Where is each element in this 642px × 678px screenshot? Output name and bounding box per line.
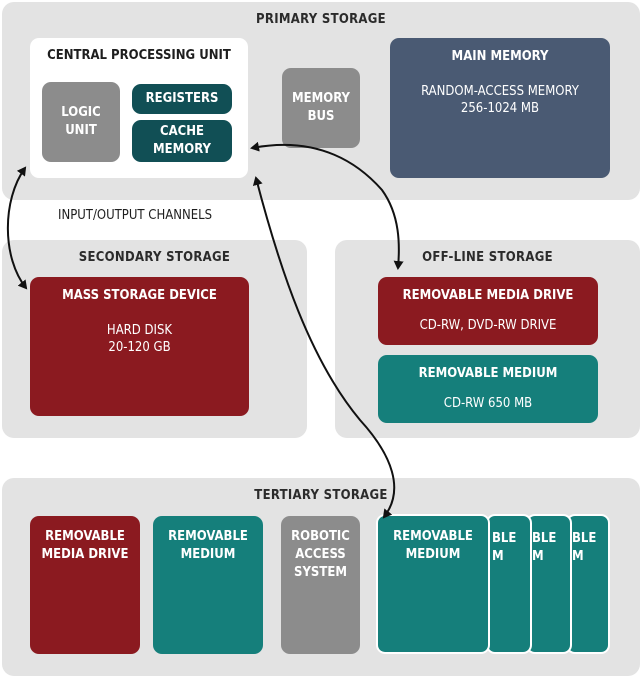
stack-medium-front: REMOVABLE MEDIUM: [376, 514, 490, 654]
mass-storage-device-box: MASS STORAGE DEVICE HARD DISK 20-120 GB: [30, 277, 249, 416]
io-channels-label: INPUT/OUTPUT CHANNELS: [58, 208, 213, 223]
memory-bus-box: MEMORY BUS: [282, 68, 360, 148]
logic-unit-box: LOGIC UNIT: [42, 82, 120, 162]
mass-storage-title: MASS STORAGE DEVICE: [62, 288, 217, 303]
offline-medium-box: REMOVABLE MEDIUM CD-RW 650 MB: [378, 355, 598, 423]
stack-fragment-label-2: BLE M: [492, 531, 517, 564]
stack-medium-3: BLE M: [526, 514, 572, 654]
main-memory-size: 256-1024 MB: [460, 101, 540, 116]
tertiary-drive-box: REMOVABLE MEDIA DRIVE: [30, 516, 140, 654]
cache-memory-box: CACHE MEMORY: [132, 120, 232, 162]
stack-fragment-label-4: BLE M: [572, 531, 597, 564]
stack-fragment-label-3: BLE M: [532, 531, 557, 564]
offline-medium-title: REMOVABLE MEDIUM: [418, 366, 558, 381]
cpu-title: CENTRAL PROCESSING UNIT: [47, 48, 231, 63]
stack-medium-label: REMOVABLE MEDIUM: [393, 529, 473, 562]
main-memory-type: RANDOM-ACCESS MEMORY: [421, 84, 579, 99]
offline-drive-title: REMOVABLE MEDIA DRIVE: [402, 288, 574, 303]
cache-memory-label: CACHE MEMORY: [153, 124, 211, 157]
primary-storage-title: PRIMARY STORAGE: [256, 12, 386, 27]
main-memory-title: MAIN MEMORY: [451, 49, 549, 64]
offline-medium-detail: CD-RW 650 MB: [443, 396, 533, 411]
stack-medium-4: BLE M: [566, 514, 610, 654]
registers-box: REGISTERS: [132, 84, 232, 114]
arrow-cpu-to-secondary: [6, 166, 28, 290]
hard-disk-size: 20-120 GB: [108, 340, 171, 355]
robotic-access-system-box: ROBOTIC ACCESS SYSTEM: [281, 516, 360, 654]
offline-drive-detail: CD-RW, DVD-RW DRIVE: [419, 318, 557, 333]
robotic-access-label: ROBOTIC ACCESS SYSTEM: [291, 529, 350, 580]
tertiary-drive-label: REMOVABLE MEDIA DRIVE: [41, 529, 129, 562]
registers-label: REGISTERS: [145, 91, 219, 106]
main-memory-box: MAIN MEMORY RANDOM-ACCESS MEMORY 256-102…: [390, 38, 610, 178]
memory-bus-label: MEMORY BUS: [292, 91, 350, 124]
offline-drive-box: REMOVABLE MEDIA DRIVE CD-RW, DVD-RW DRIV…: [378, 277, 598, 345]
stack-medium-2: BLE M: [486, 514, 532, 654]
secondary-storage-title: SECONDARY STORAGE: [78, 250, 231, 265]
arrow-cpu-to-offline: [250, 141, 404, 270]
tertiary-medium-box: REMOVABLE MEDIUM: [153, 516, 263, 654]
logic-unit-label: LOGIC UNIT: [61, 105, 101, 138]
tertiary-medium-label: REMOVABLE MEDIUM: [168, 529, 248, 562]
hard-disk-label: HARD DISK: [106, 323, 173, 338]
offline-storage-title: OFF-LINE STORAGE: [422, 250, 553, 265]
arrow-cpu-to-robotic: [252, 176, 396, 519]
